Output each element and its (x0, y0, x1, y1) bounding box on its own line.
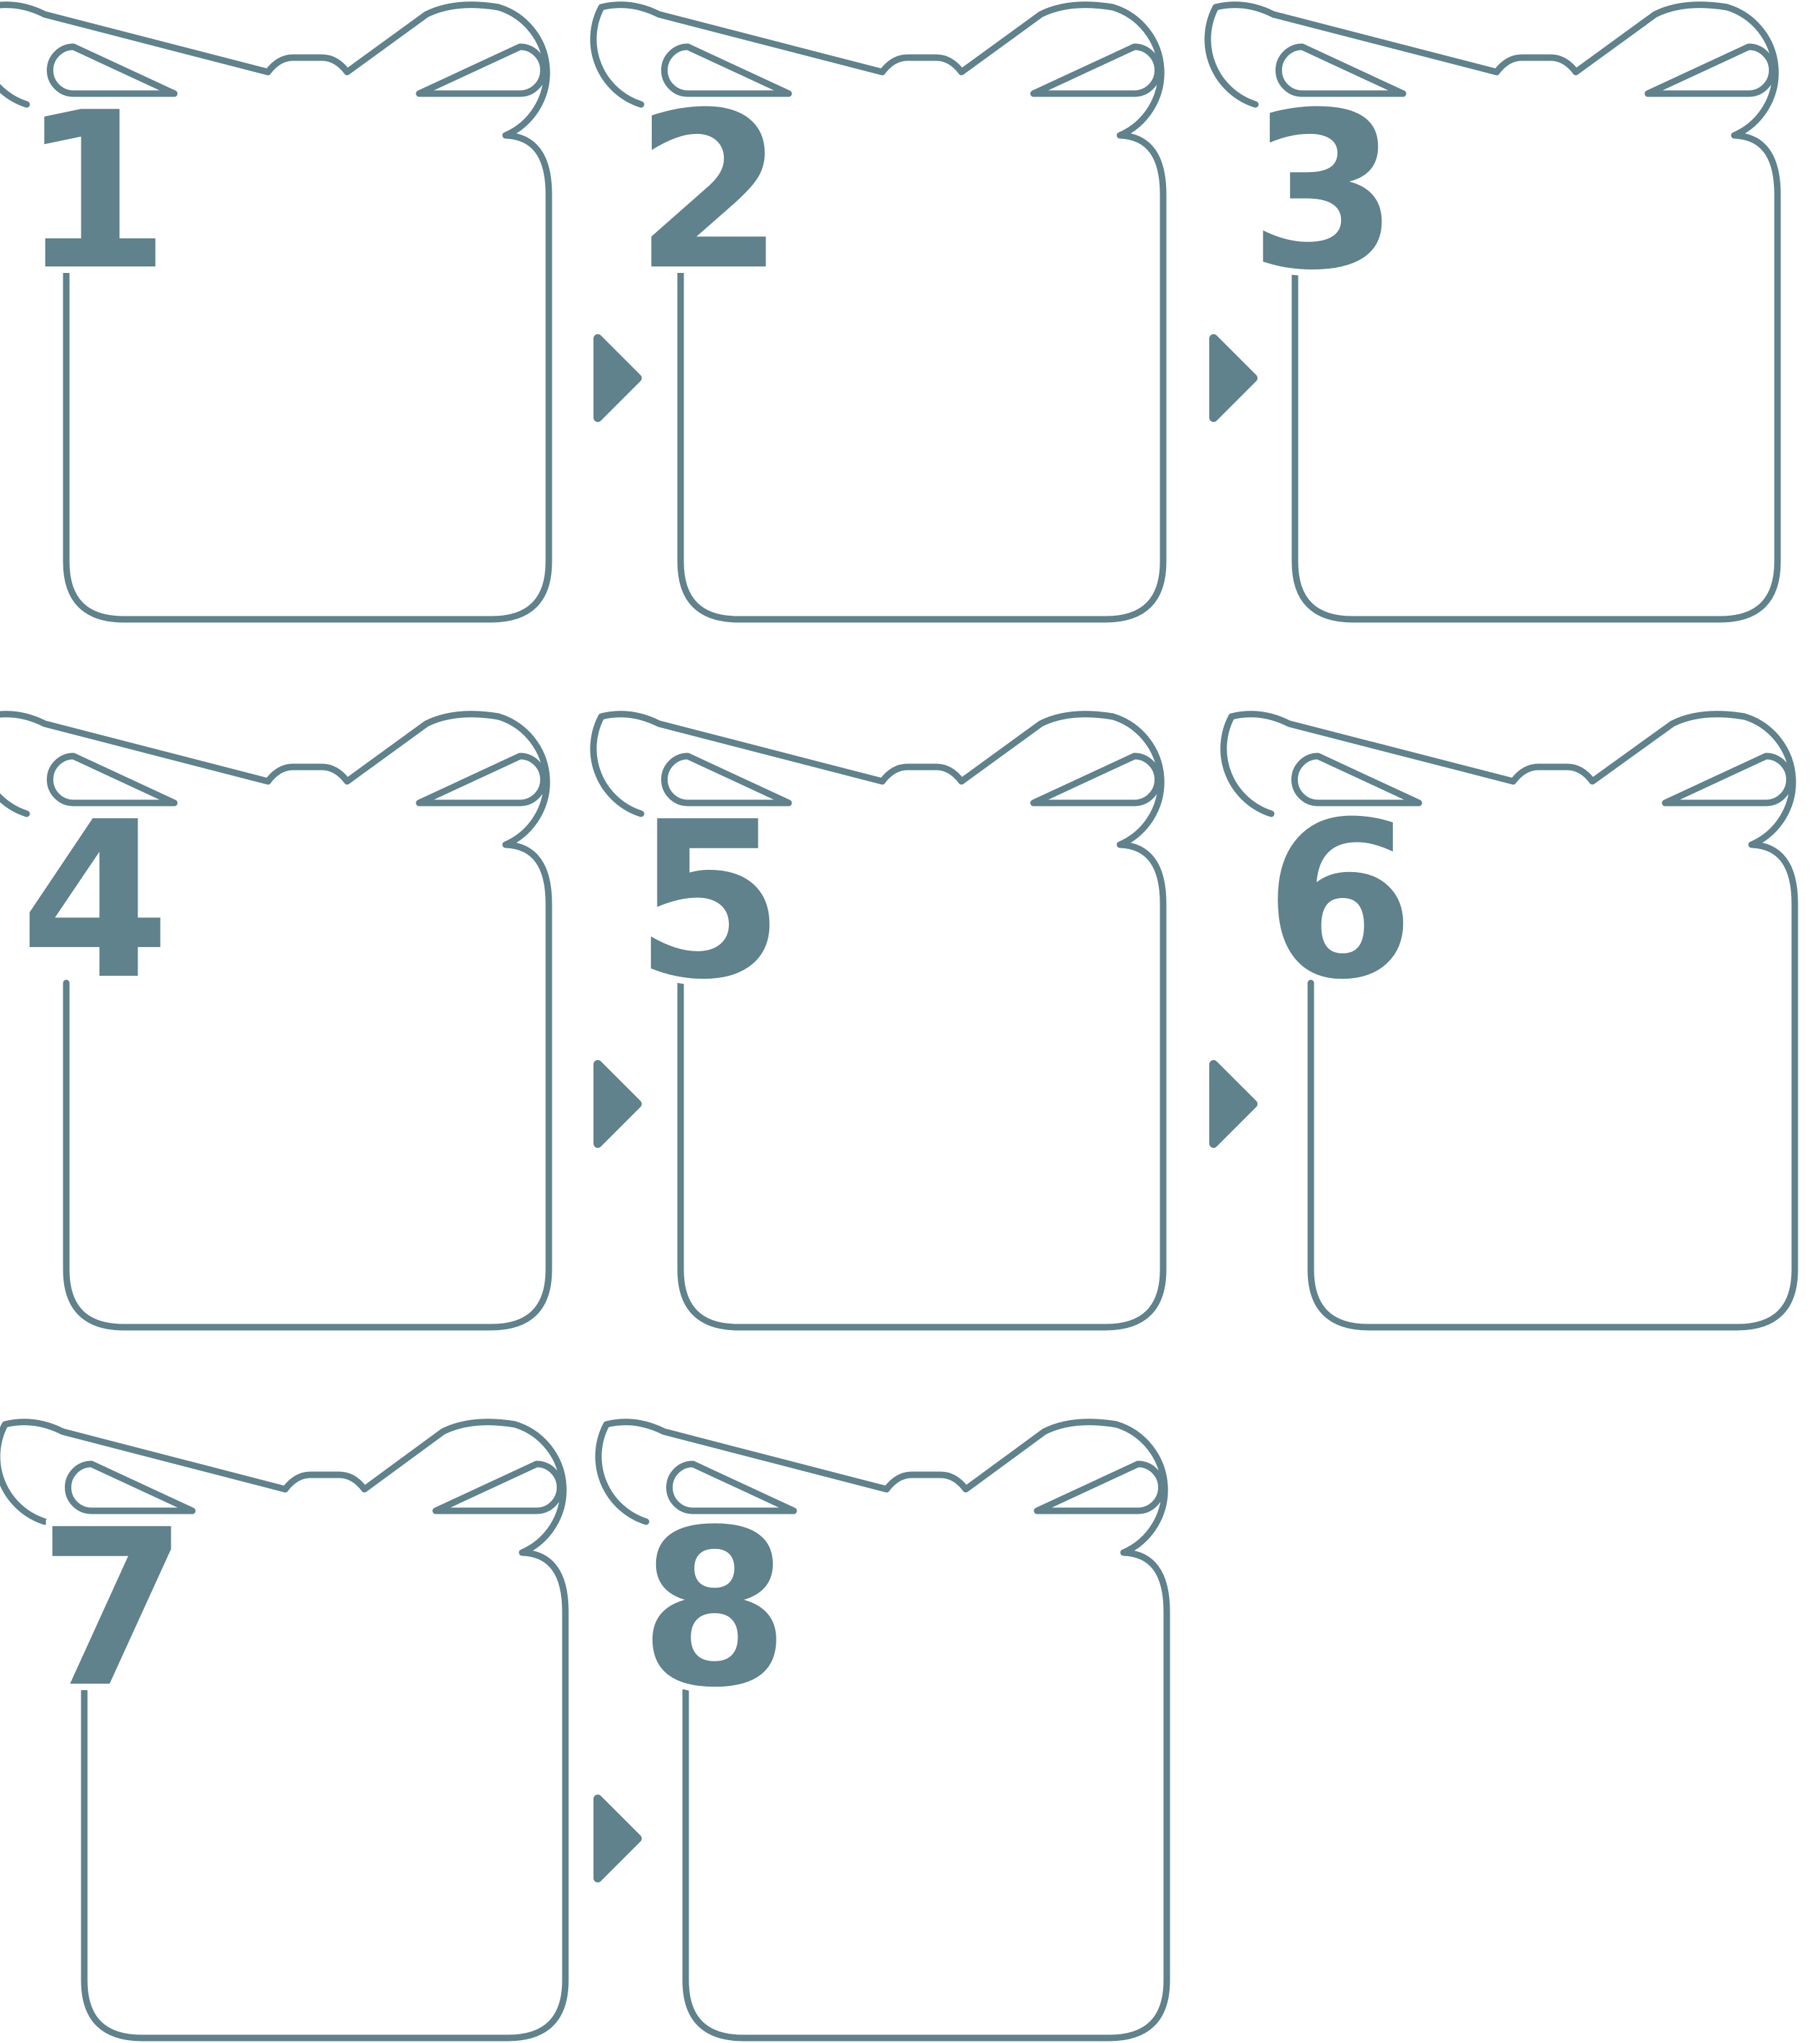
gift-step-1: 1 (0, 1, 552, 623)
gift-box-outline (0, 1419, 569, 2042)
bow-loop-left (1276, 43, 1407, 97)
gift-step-5: 5 (590, 711, 1167, 1331)
step-number: 2 (635, 66, 785, 318)
gift-step-2: 2 (590, 1, 1167, 623)
bow-loop-left (47, 43, 178, 97)
bow-loop-right (416, 753, 547, 807)
bow-loop-left (666, 1460, 797, 1514)
gift-box-outline (0, 1, 552, 623)
bow-loop-right (432, 1460, 563, 1514)
bow-loop-left (1291, 753, 1422, 807)
gift-box-outline (1220, 711, 1798, 1331)
step-number: 1 (20, 66, 171, 318)
bow-loop-right (416, 43, 547, 97)
triangle-arrow-right-icon (593, 1795, 642, 1882)
gift-step-3: 3 (1204, 1, 1781, 623)
triangle-arrow-right-icon (1209, 1060, 1258, 1148)
bow-loop-left (661, 43, 792, 97)
gift-step-6: 6 (1220, 711, 1798, 1331)
bow-loop-left (661, 753, 792, 807)
gift-box-outline (1204, 1, 1781, 623)
gift-step-4: 4 (0, 711, 552, 1331)
step-number: 8 (640, 1483, 790, 1735)
bow-loop-right (1030, 753, 1161, 807)
step-number: 7 (38, 1483, 189, 1735)
bow-loop-left (47, 753, 178, 807)
bow-loop-left (65, 1460, 196, 1514)
gift-box-outline (590, 711, 1167, 1331)
triangle-arrow-right-icon (1209, 334, 1258, 422)
triangle-arrow-right-icon (593, 334, 642, 422)
step-number: 6 (1265, 776, 1415, 1027)
bow-loop-right (1034, 1460, 1165, 1514)
bow-loop-right (1644, 43, 1775, 97)
gift-box-outline (0, 711, 552, 1331)
step-number: 4 (20, 776, 171, 1027)
step-number: 3 (1249, 66, 1399, 318)
bow-loop-right (1662, 753, 1793, 807)
triangle-arrow-right-icon (593, 1060, 642, 1148)
gift-box-outline (595, 1419, 1170, 2042)
bow-loop-right (1030, 43, 1161, 97)
gift-step-7: 7 (0, 1419, 569, 2042)
gift-step-8: 8 (595, 1419, 1170, 2042)
step-number: 5 (635, 776, 785, 1027)
arrows-layer (593, 334, 1258, 1882)
gift-box-outline (590, 1, 1167, 623)
